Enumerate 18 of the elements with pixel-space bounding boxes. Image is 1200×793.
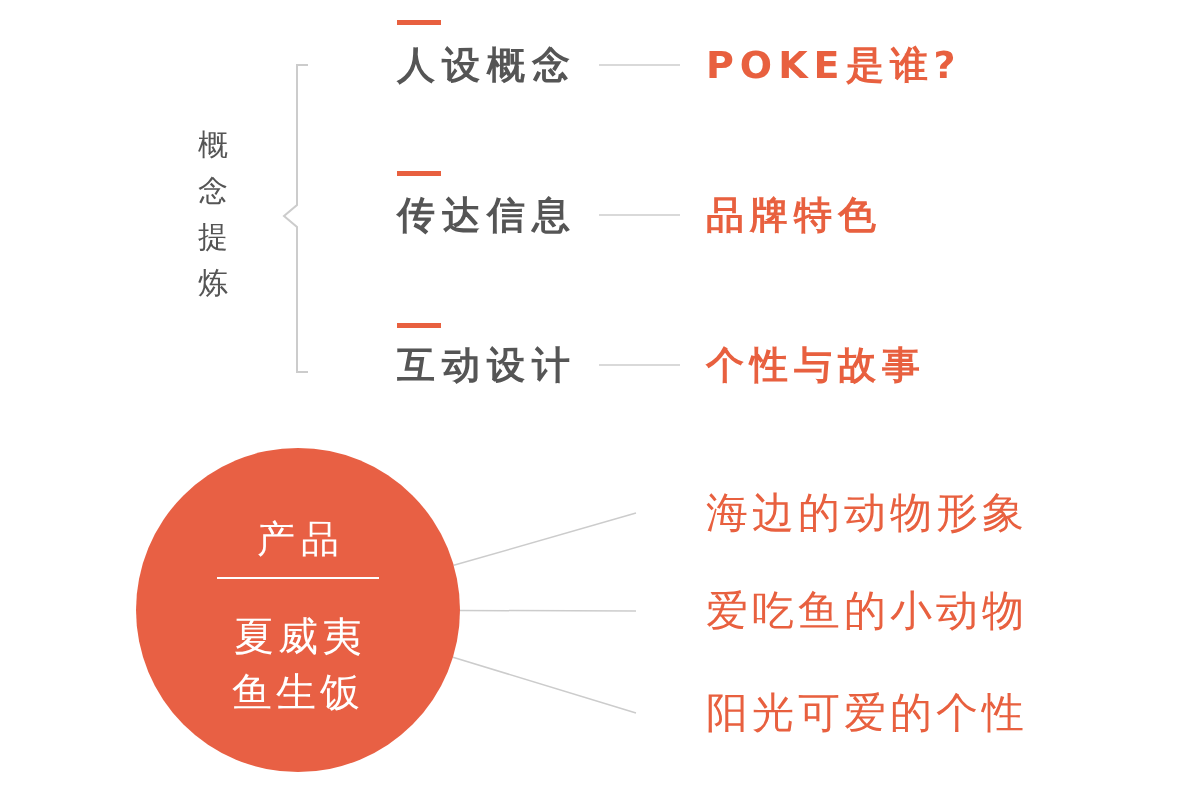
heading-text: 传达信息 bbox=[397, 196, 599, 234]
trait-text: 爱吃鱼的小动物 bbox=[636, 590, 1028, 632]
circle-text: 夏威夷鱼生饭 bbox=[231, 612, 367, 717]
connector-line bbox=[598, 64, 681, 66]
connector-line bbox=[452, 512, 637, 567]
vertical-label: 概念提炼 bbox=[198, 122, 230, 306]
connector-line bbox=[598, 364, 681, 366]
keyword-text: 个性与故事 bbox=[680, 346, 926, 384]
keyword-text: 品牌特色 bbox=[680, 196, 882, 234]
connector-line bbox=[598, 214, 681, 216]
connector-line bbox=[452, 656, 637, 714]
circle-heading: 产品 bbox=[256, 520, 346, 558]
heading-text: 互动设计 bbox=[397, 346, 599, 384]
heading-text: 人设概念 bbox=[397, 46, 599, 84]
connector-line bbox=[459, 609, 637, 612]
trait-text: 阳光可爱的个性 bbox=[636, 692, 1028, 734]
keyword-text: POKE是谁? bbox=[680, 46, 962, 84]
trait-text: 海边的动物形象 bbox=[636, 492, 1028, 534]
